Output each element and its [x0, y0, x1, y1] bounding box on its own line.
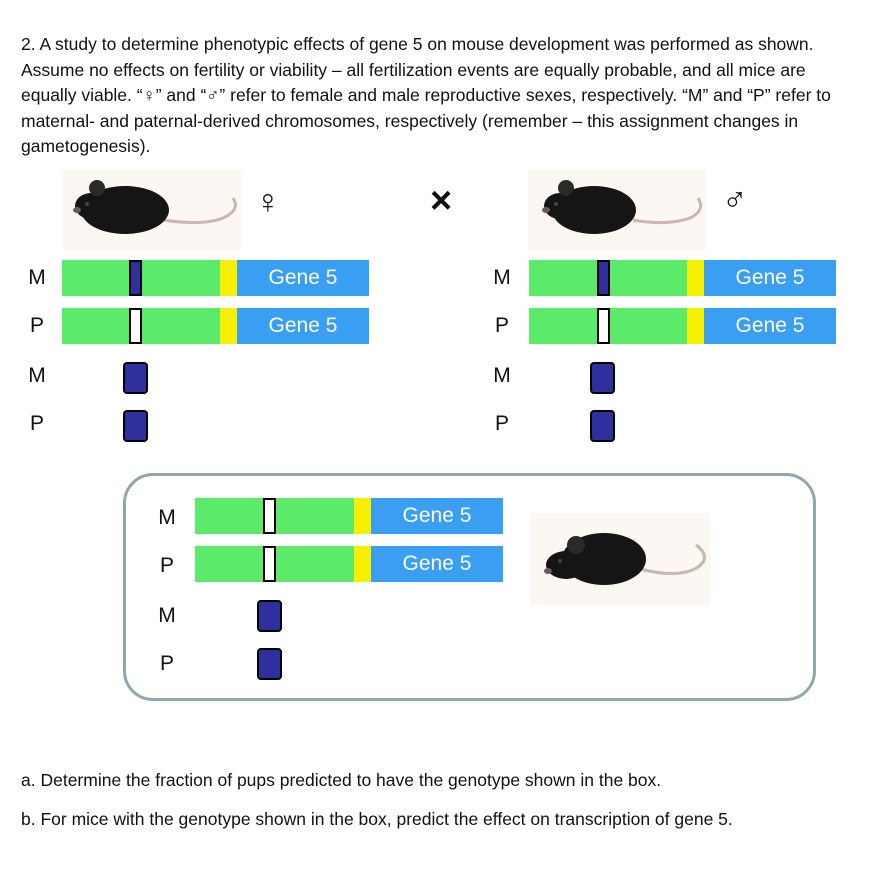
male-label-m2: M	[493, 364, 511, 387]
offspring-chr1-maternal-unmethylated-mark	[263, 498, 276, 534]
male-chromosome-2-paternal	[590, 410, 615, 442]
offspring-chr1-maternal-gene5: Gene 5	[371, 498, 503, 534]
male-chr1-paternal-marker	[687, 308, 704, 344]
offspring-label-m1: M	[158, 506, 176, 529]
male-mouse-image	[528, 170, 706, 250]
cross-symbol: ×	[430, 180, 453, 222]
offspring-label-p2: P	[159, 652, 174, 675]
male-label-p2: P	[494, 412, 509, 435]
question-text: 2. A study to determine phenotypic effec…	[21, 34, 831, 156]
offspring-chr1-paternal-gene5: Gene 5	[371, 546, 503, 582]
question-a: a. Determine the fraction of pups predic…	[21, 770, 662, 790]
male-chr1-maternal-marker	[687, 260, 704, 296]
male-symbol: ♂	[722, 181, 748, 219]
offspring-chr1-maternal-marker	[354, 498, 371, 534]
male-chr1-maternal-methylated-mark	[597, 260, 610, 296]
female-label-p1: P	[29, 314, 44, 337]
question-b: b. For mice with the genotype shown in t…	[21, 809, 733, 829]
offspring-chromosome-2-maternal	[257, 600, 282, 632]
male-chr1-paternal-gene5: Gene 5	[704, 308, 836, 344]
female-chromosome-2-maternal	[123, 362, 148, 394]
female-mouse-image	[63, 170, 241, 250]
male-chr1-paternal-unmethylated-mark	[597, 308, 610, 344]
female-chr1-maternal-gene5: Gene 5	[237, 260, 369, 296]
female-chr1-paternal-unmethylated-mark	[129, 308, 142, 344]
female-symbol: ♀	[255, 183, 281, 221]
offspring-genotype-box	[123, 473, 816, 701]
female-chromosome-2-paternal	[123, 410, 148, 442]
male-label-p1: P	[494, 314, 509, 337]
female-chr1-paternal-marker	[220, 308, 237, 344]
female-chr1-maternal-methylated-mark	[129, 260, 142, 296]
female-label-m1: M	[28, 266, 46, 289]
female-chr1-paternal-gene5: Gene 5	[237, 308, 369, 344]
offspring-label-p1: P	[159, 554, 174, 577]
female-label-p2: P	[29, 412, 44, 435]
offspring-chr1-paternal-unmethylated-mark	[263, 546, 276, 582]
male-chr1-maternal-gene5: Gene 5	[704, 260, 836, 296]
male-chromosome-2-maternal	[590, 362, 615, 394]
offspring-mouse-image	[530, 513, 710, 605]
female-label-m2: M	[28, 364, 46, 387]
offspring-chromosome-2-paternal	[257, 648, 282, 680]
female-chr1-maternal-marker	[220, 260, 237, 296]
offspring-label-m2: M	[158, 604, 176, 627]
offspring-chr1-paternal-marker	[354, 546, 371, 582]
male-label-m1: M	[493, 266, 511, 289]
